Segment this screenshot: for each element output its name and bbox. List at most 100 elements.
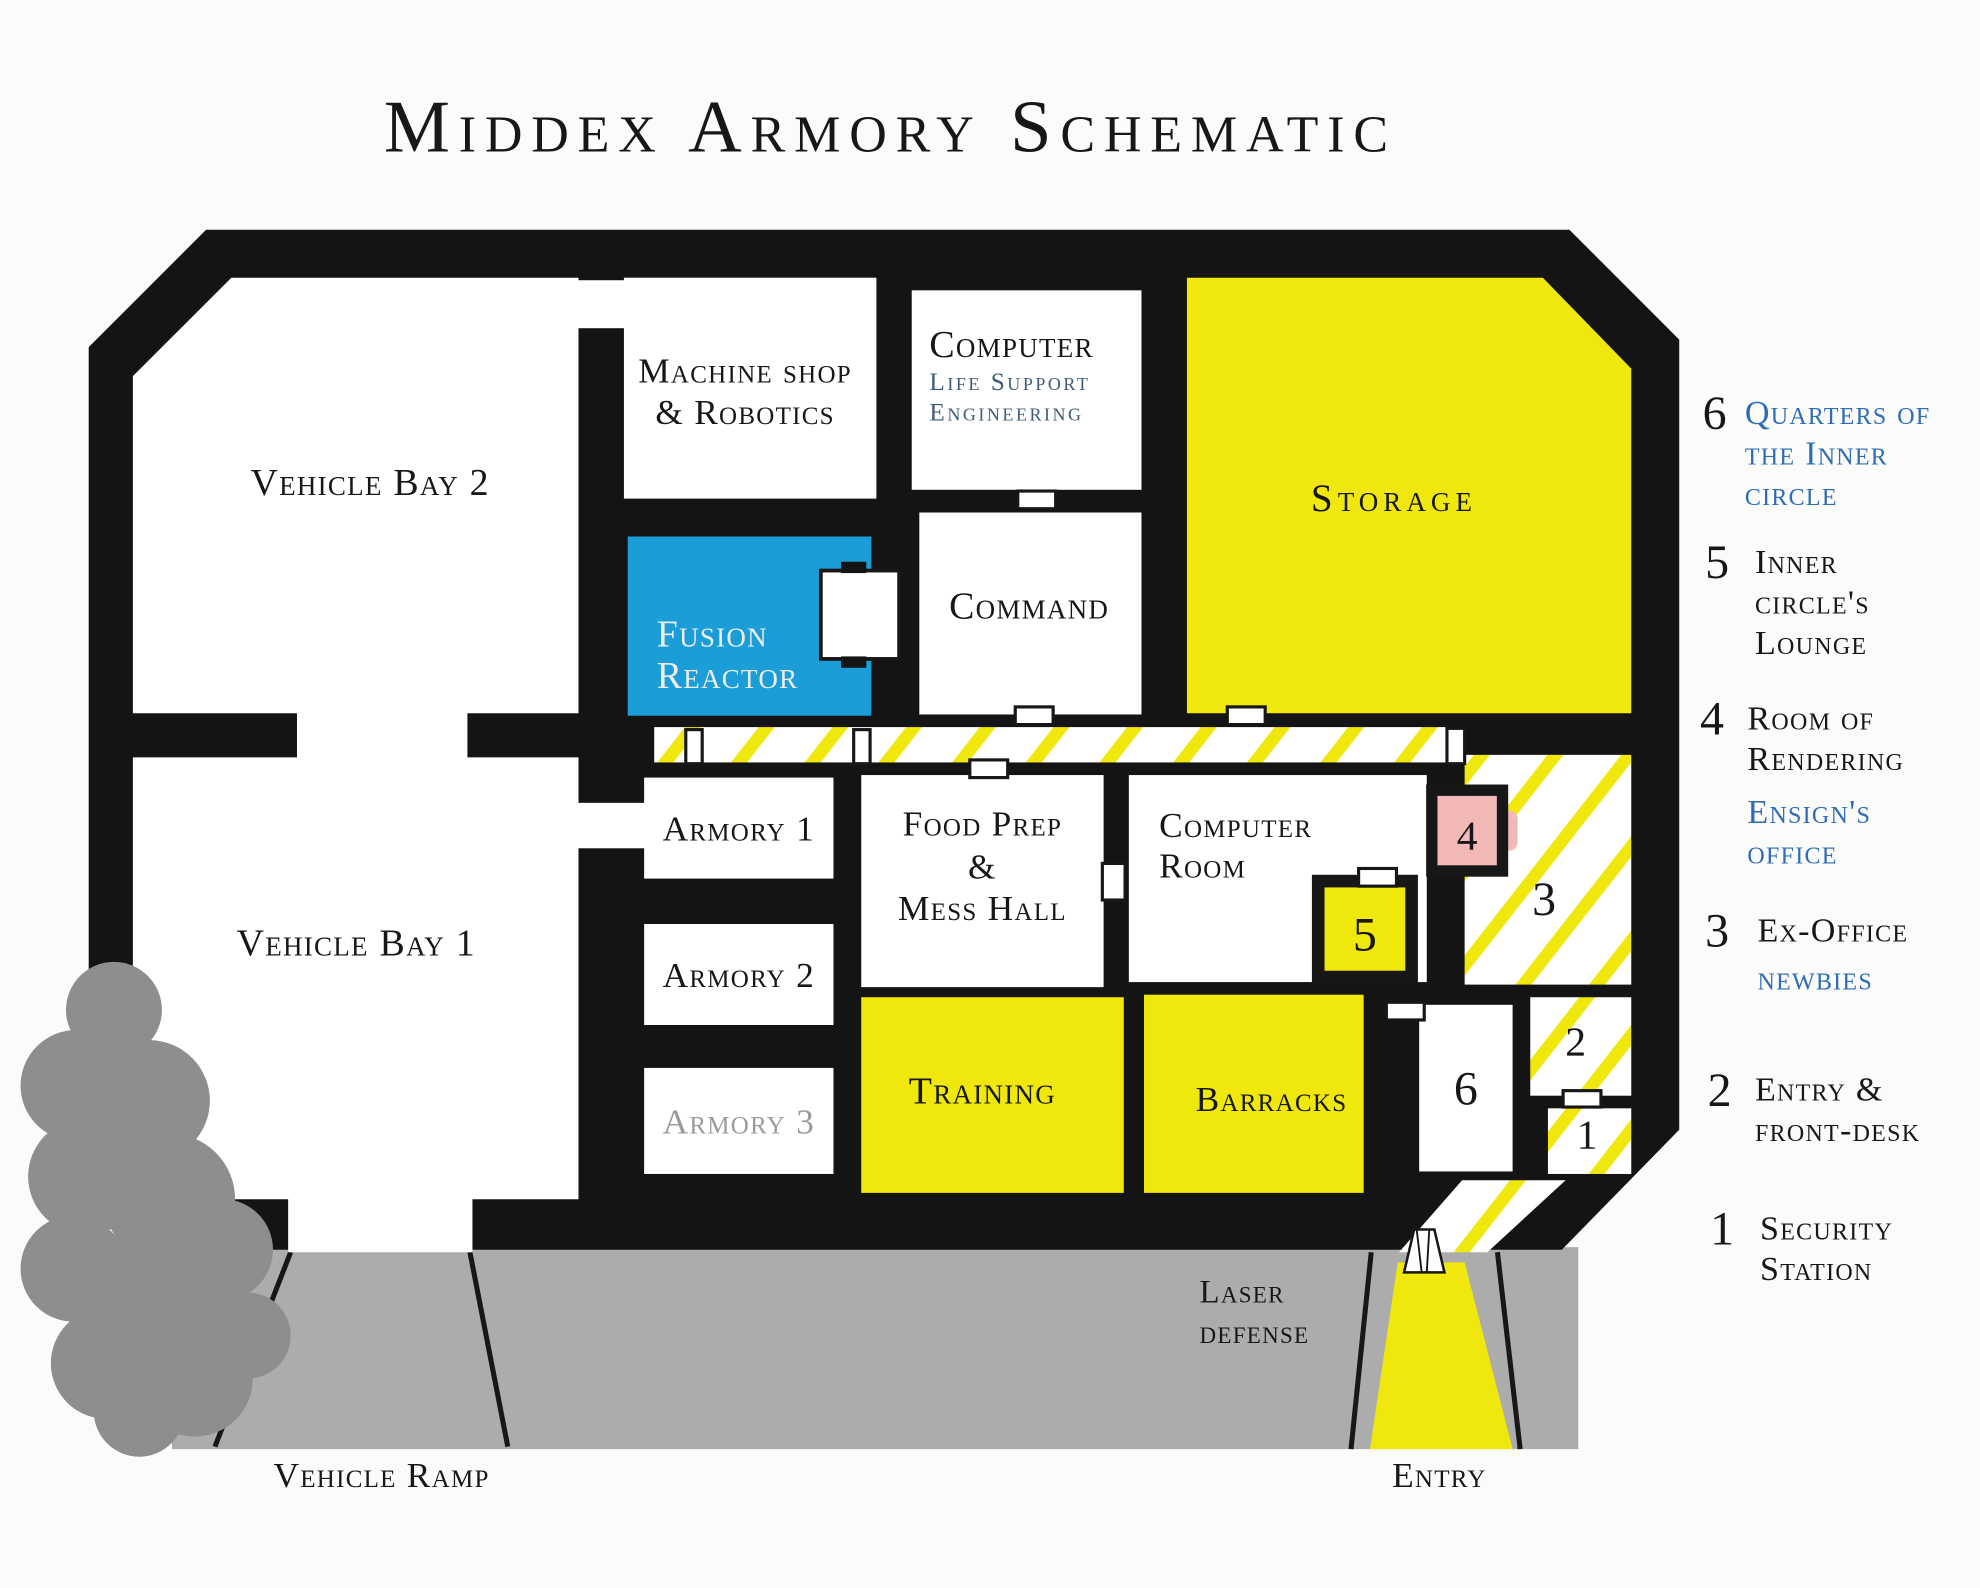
label-vehicle-bay-2: Vehicle Bay 2	[251, 462, 490, 504]
legend-4-subline-1: Ensign's	[1747, 794, 1871, 831]
room-training	[861, 997, 1124, 1193]
label-computer-room-2: Room	[1159, 846, 1246, 885]
room-vehicle-bay-1	[132, 757, 579, 1200]
label-armory-3: Armory 3	[663, 1103, 815, 1142]
garage-opening	[288, 1196, 473, 1253]
door-lse-command	[1016, 489, 1058, 511]
legend-6-line-1: Quarters of	[1745, 395, 1931, 432]
door-corridor-foodprep	[968, 758, 1010, 780]
laser-turret-icon	[1402, 1228, 1447, 1274]
label-command: Command	[949, 586, 1109, 628]
room-6-quarters	[1419, 1004, 1513, 1172]
label-vehicle-ramp: Vehicle Ramp	[273, 1456, 489, 1495]
legend-1-line-2: Station	[1760, 1251, 1873, 1288]
door-zone2-zone1	[1561, 1089, 1603, 1109]
label-computer-room-1: Computer	[1159, 806, 1312, 845]
label-fusion-2: Reactor	[657, 655, 799, 697]
page-title: Middex Armory Schematic	[384, 86, 1397, 168]
label-storage: Storage	[1311, 477, 1477, 520]
label-room-6: 6	[1454, 1063, 1478, 1116]
legend-4-line-1: Room of	[1747, 701, 1874, 738]
room-armory-3	[644, 1067, 834, 1174]
legend-5-line-2: circle's	[1755, 584, 1870, 621]
room-armory-2	[644, 924, 834, 1026]
legend-1-line-1: Security	[1760, 1211, 1893, 1248]
label-entry: Entry	[1392, 1456, 1487, 1495]
room-barracks	[1144, 994, 1364, 1193]
door-gap-armory-1	[575, 802, 647, 849]
bush	[93, 1365, 185, 1457]
label-zone-3: 3	[1532, 873, 1556, 926]
label-training: Training	[909, 1070, 1056, 1112]
door-gap-vb2-machine-shop	[575, 280, 627, 329]
bush	[172, 1199, 274, 1301]
entry-light-cone	[1369, 1262, 1513, 1450]
door-gap-vb1-vb2	[296, 710, 468, 762]
label-computer-lse-1: Computer	[929, 324, 1093, 366]
label-food-prep-1: Food Prep	[903, 805, 1063, 844]
legend-6-line-3: circle	[1745, 476, 1838, 513]
bushes	[20, 961, 291, 1457]
entry-passage	[1398, 1180, 1566, 1253]
legend-num-6: 6	[1703, 387, 1727, 440]
legend: 6 Quarters of the Inner circle 5 Inner c…	[1700, 387, 1931, 1288]
room-armory-1	[644, 777, 834, 879]
corridor	[654, 727, 1450, 763]
room-machine-shop	[623, 277, 877, 499]
laser-turret-icon-lines	[1415, 1229, 1431, 1273]
zone-2-area	[1530, 997, 1632, 1096]
label-food-prep-2: &	[968, 848, 997, 887]
door-command-corridor	[1013, 705, 1055, 727]
legend-3-subline-1: newbies	[1757, 961, 1873, 998]
label-armory-1: Armory 1	[663, 810, 815, 849]
door-room6	[1384, 1000, 1426, 1022]
entry-walk-lines	[1348, 1251, 1523, 1450]
legend-3-line-1: Ex-Office	[1757, 913, 1908, 950]
label-barracks: Barracks	[1196, 1080, 1348, 1119]
room-command	[919, 512, 1142, 715]
label-fusion-1: Fusion	[657, 613, 768, 655]
label-computer-lse-3: Engineering	[929, 399, 1083, 426]
legend-num-3: 3	[1705, 905, 1729, 958]
legend-4-subline-2: office	[1747, 834, 1837, 871]
label-computer-lse-2: Life Support	[929, 369, 1090, 396]
bush	[204, 1292, 291, 1379]
room-computer-life-support	[911, 290, 1142, 490]
legend-4-line-2: Rendering	[1747, 741, 1904, 778]
airlock-seal-bottom	[841, 656, 867, 668]
door-computer-room5	[1357, 866, 1399, 888]
room-4-rendering	[1426, 784, 1509, 877]
airlock-seal-top	[841, 561, 867, 574]
legend-5-line-1: Inner	[1755, 544, 1838, 581]
door-foodprep-computer	[1100, 861, 1127, 902]
concrete-apron	[172, 1247, 1579, 1450]
zone-1-area	[1547, 1108, 1632, 1174]
room-food-prep	[861, 775, 1104, 988]
label-room-5: 5	[1353, 909, 1377, 962]
label-vehicle-bay-1: Vehicle Bay 1	[237, 923, 476, 965]
legend-num-5: 5	[1705, 536, 1729, 589]
legend-num-1: 1	[1710, 1203, 1734, 1256]
legend-num-2: 2	[1708, 1064, 1732, 1117]
label-armory-2: Armory 2	[663, 956, 815, 995]
legend-2-line-2: front-desk	[1755, 1112, 1920, 1149]
label-room-4: 4	[1457, 814, 1478, 860]
legend-5-line-3: Lounge	[1755, 625, 1867, 662]
label-laser-2: defense	[1200, 1315, 1310, 1351]
door-corridor-mid	[852, 728, 872, 766]
room-vehicle-bay-2	[132, 277, 579, 714]
room-storage	[1186, 277, 1632, 714]
legend-2-line-1: Entry &	[1755, 1072, 1884, 1109]
airlock-box	[818, 568, 902, 661]
label-zone-2: 2	[1565, 1019, 1586, 1065]
label-food-prep-3: Mess Hall	[898, 889, 1067, 928]
label-laser-1: Laser	[1200, 1275, 1285, 1311]
label-machine-shop-2: & Robotics	[655, 393, 834, 432]
door-corridor-zone3	[1445, 726, 1467, 766]
door-corridor-west	[684, 728, 704, 766]
legend-6-line-2: the Inner	[1745, 436, 1888, 473]
label-machine-shop-1: Machine shop	[638, 351, 852, 390]
label-zone-1: 1	[1577, 1113, 1598, 1159]
